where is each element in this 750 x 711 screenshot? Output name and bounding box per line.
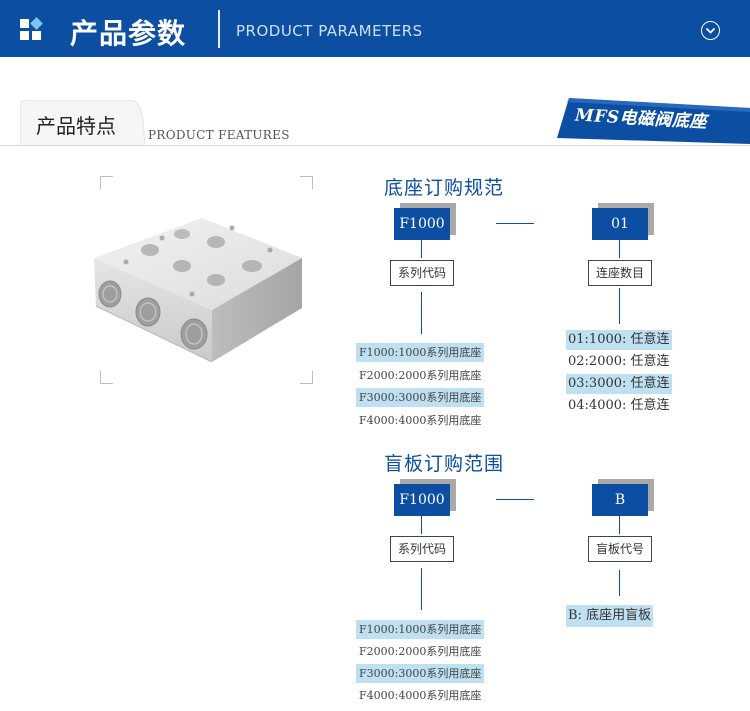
frame-corner (100, 176, 113, 189)
connector-line (421, 292, 422, 334)
list-item: 01:1000: 任意连 (566, 330, 672, 350)
list-item: F1000:1000系列用底座 (356, 620, 485, 639)
features-tab-shape (19, 99, 146, 147)
features-title: 产品特点 (36, 114, 116, 138)
list-item: F3000:3000系列用底座 (356, 388, 485, 407)
chevron-down-icon[interactable] (701, 21, 720, 40)
connector-line (619, 288, 620, 324)
connector-line (496, 499, 534, 500)
connector-line (421, 240, 422, 258)
manifold-base-image (92, 214, 308, 374)
list-item: F4000:4000系列用底座 (359, 414, 482, 427)
features-subtitle: PRODUCT FEATURES (148, 128, 290, 142)
list-item: 03:3000: 任意连 (566, 374, 672, 394)
blank-code: B (592, 484, 648, 516)
connector-line (619, 240, 620, 258)
list-item: F4000:4000系列用底座 (359, 689, 482, 702)
frame-corner (300, 371, 313, 384)
blank-series-code: F1000 (394, 484, 450, 516)
grid-logo-icon (20, 17, 43, 41)
series-code-label: 系列代码 (390, 536, 454, 562)
blank-code-option: B: 底座用盲板 (566, 605, 654, 627)
list-item: 04:4000: 任意连 (568, 398, 670, 413)
page-subtitle: PRODUCT PARAMETERS (236, 22, 423, 40)
blank-order-title: 盲板订购范围 (384, 453, 505, 475)
count-label: 连座数目 (588, 260, 652, 286)
list-item: F1000:1000系列用底座 (356, 343, 485, 362)
base-order-title: 底座订购规范 (384, 177, 505, 199)
page-title: 产品参数 (70, 17, 187, 50)
base-series-code: F1000 (394, 208, 450, 240)
connector-line (619, 570, 620, 596)
frame-corner (100, 371, 113, 384)
base-count-code: 01 (592, 208, 648, 240)
connector-line (421, 568, 422, 610)
connector-line (496, 223, 534, 224)
series-code-label: 系列代码 (390, 260, 454, 286)
top-banner (0, 0, 750, 57)
blank-code-label: 盲板代号 (588, 536, 652, 562)
frame-corner (300, 176, 313, 189)
list-item: 02:2000: 任意连 (568, 354, 670, 369)
features-divider (0, 145, 750, 146)
connector-line (619, 516, 620, 534)
list-item: F2000:2000系列用底座 (359, 645, 482, 658)
list-item: F3000:3000系列用底座 (356, 664, 485, 683)
list-item: F2000:2000系列用底座 (359, 369, 482, 382)
mfs-badge-shape (555, 96, 750, 146)
title-divider (218, 10, 220, 48)
connector-line (421, 516, 422, 534)
